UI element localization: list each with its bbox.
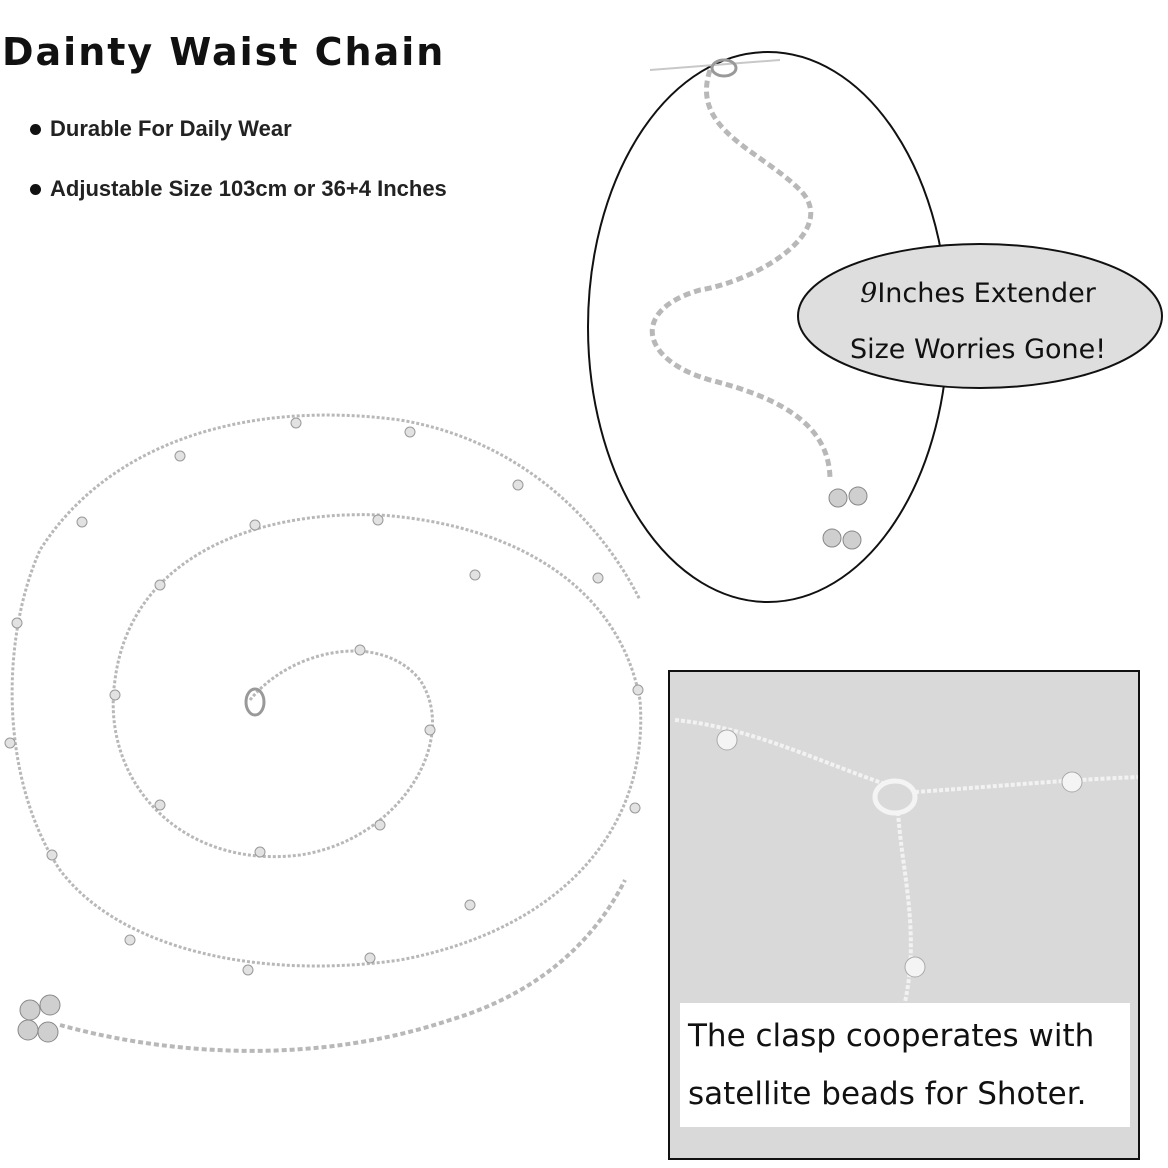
satellite-beads	[4, 417, 644, 976]
bell-charms-icon	[822, 486, 868, 550]
feature-item: Durable For Daily Wear	[30, 116, 447, 142]
feature-text: Durable For Daily Wear	[50, 116, 292, 141]
extender-callout: 9Inches Extender Size Worries Gone!	[808, 266, 1148, 378]
caption-line: The clasp cooperates with	[688, 1018, 1095, 1054]
bell-charms-icon	[17, 994, 61, 1043]
lobster-clasp-icon	[244, 687, 266, 717]
bullet-icon	[30, 123, 41, 135]
clasp-detail-image	[674, 718, 1138, 1003]
spiral-chain	[4, 413, 644, 1053]
lobster-clasp-icon	[872, 778, 918, 816]
bullet-icon	[30, 183, 41, 195]
extender-oval	[587, 51, 1163, 603]
clasp-caption: The clasp cooperates with satellite bead…	[680, 1003, 1130, 1127]
product-title: Dainty Waist Chain	[2, 30, 446, 74]
feature-list: Durable For Daily Wear Adjustable Size 1…	[30, 116, 447, 236]
clasp-icon	[710, 58, 738, 78]
extender-length: 9	[860, 278, 878, 309]
callout-bubble	[797, 243, 1163, 389]
feature-text: Adjustable Size 103cm or 36+4 Inches	[50, 176, 447, 201]
caption-line: satellite beads for Shoter.	[688, 1076, 1087, 1112]
feature-item: Adjustable Size 103cm or 36+4 Inches	[30, 176, 447, 202]
extender-label: Inches Extender	[877, 278, 1096, 309]
extender-tagline: Size Worries Gone!	[849, 334, 1107, 365]
